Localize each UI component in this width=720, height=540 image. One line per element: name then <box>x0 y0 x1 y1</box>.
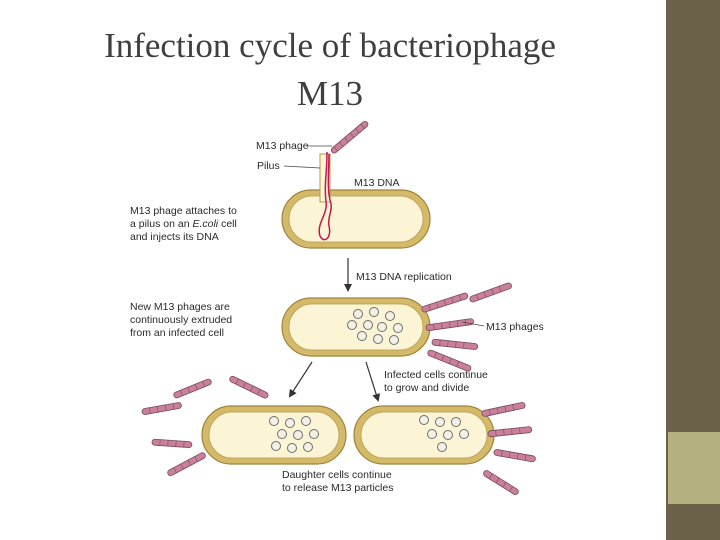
label-extruded-line-1: New M13 phages are <box>130 301 230 313</box>
cell-infected-initial <box>281 189 431 249</box>
label-attach-line-2: a pilus on an E.coli cell <box>130 218 237 230</box>
m13-phage-free-9 <box>483 470 519 496</box>
label-extruded-line-3: from an infected cell <box>130 327 224 339</box>
m13-phage-extruded-2 <box>425 318 474 331</box>
label-m13-dna: M13 DNA <box>354 177 400 189</box>
m13-phage-extruded-3 <box>431 338 479 350</box>
label-m13-phages: M13 phages <box>486 321 544 333</box>
m13-phage-free-3 <box>141 402 182 415</box>
m13-phage-free-5 <box>167 452 206 476</box>
m13-phage-extruded-1 <box>421 292 469 313</box>
label-attach-line-3: and injects its DNA <box>130 231 219 243</box>
sidebar-divider <box>664 0 666 540</box>
title-line-1: Infection cycle of bacteriophage <box>104 26 556 65</box>
cell-extruding <box>281 297 431 357</box>
arrow-daughter-left <box>288 361 313 398</box>
label-divide-line-2: to grow and divide <box>384 382 469 394</box>
m13-phage-free-6 <box>481 402 526 417</box>
slide-title: Infection cycle of bacteriophage M13 <box>40 22 620 118</box>
infection-cycle-diagram: M13 phage Pilus M13 DNA M13 phage attach… <box>126 114 586 506</box>
m13-phage-extruded-4 <box>427 349 472 372</box>
leader-line-m13-phages <box>461 321 485 327</box>
arrow-daughter-right <box>365 361 381 402</box>
label-daughter-line-2: to release M13 particles <box>282 482 393 494</box>
label-divide-line-1: Infected cells continue <box>384 369 488 381</box>
decorative-sidebar-accent <box>668 432 720 504</box>
daughter-cell-right <box>353 405 495 465</box>
m13-phage-free-2 <box>173 378 212 399</box>
diagram-canvas: M13 phage Pilus M13 DNA M13 phage attach… <box>130 120 544 496</box>
label-attach-2a: a pilus on an <box>130 218 192 230</box>
label-attach-2c: cell <box>218 218 237 230</box>
label-extruded-line-2: continuously extruded <box>130 314 232 326</box>
m13-phage-free-1 <box>229 375 269 399</box>
label-attach-2b: E.coli <box>192 218 218 230</box>
label-daughter-line-1: Daughter cells continue <box>282 469 392 481</box>
m13-phage-free-7 <box>487 426 533 438</box>
m13-phage-extruded-5 <box>469 282 512 303</box>
leader-line-pilus <box>283 165 321 169</box>
label-m13-phage: M13 phage <box>256 140 309 152</box>
label-pilus: Pilus <box>257 160 280 172</box>
m13-phage-free-8 <box>493 449 536 463</box>
m13-phage-free-4 <box>151 438 193 448</box>
m13-phage-attached <box>330 120 369 154</box>
pilus <box>319 153 331 203</box>
label-dna-replication: M13 DNA replication <box>356 271 452 283</box>
title-line-2: M13 <box>296 74 364 113</box>
daughter-cell-left <box>201 405 347 465</box>
m13-dna-strand <box>318 151 332 241</box>
label-attach-line-1: M13 phage attaches to <box>130 205 237 217</box>
